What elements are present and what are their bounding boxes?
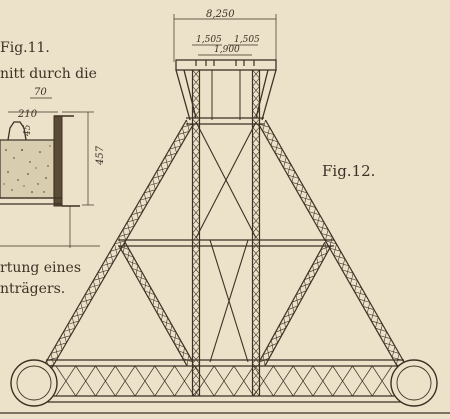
bottom-chord <box>55 365 393 397</box>
base-roller-right <box>390 359 438 407</box>
fig11-caption-line2: rtung eines <box>0 260 81 276</box>
fig12-title: Fig.12. <box>322 162 375 180</box>
fig11-caption-line1: nitt durch die <box>0 66 97 82</box>
base-roller-left <box>10 359 58 407</box>
fig12-dim-center: 1,900 <box>214 45 240 55</box>
fig11-dim-210: 210 <box>17 109 38 120</box>
fig12-trestle-tower: Fig.12. 8,250 1,505 1,505 1,900 <box>0 9 450 414</box>
fig12-dim-left: 1,505 <box>196 35 222 45</box>
fig12-dim-top: 8,250 <box>206 9 235 20</box>
fig11-cross-section: Fig.11. nitt durch die 70 210 45 200 457 <box>0 40 106 297</box>
fig11-dim-457: 457 <box>95 145 106 166</box>
fig11-title: Fig.11. <box>0 40 50 56</box>
fig11-dim-70: 70 <box>34 87 47 98</box>
fig12-dim-right: 1,505 <box>234 35 260 45</box>
fig11-caption-line3: nträgers. <box>0 281 65 297</box>
fig11-dim-45: 45 <box>23 124 33 137</box>
tower-posts <box>191 69 261 397</box>
